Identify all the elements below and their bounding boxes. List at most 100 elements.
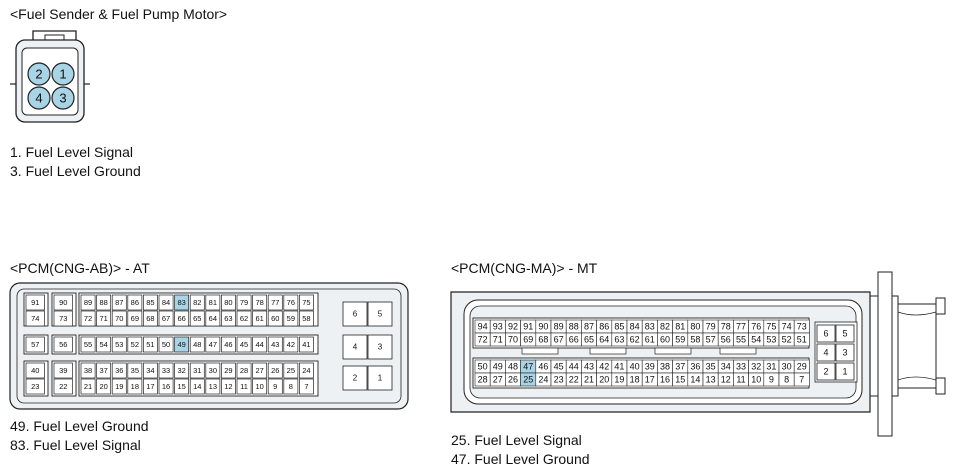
pcm-ab-pin-label: 71 [99, 314, 107, 323]
pcm-ab-pin [221, 378, 236, 395]
pcm-ma-pin-label: 26 [508, 375, 518, 385]
pcm-ab-aux-label: 1 [378, 374, 383, 383]
pcm-ab-title: <PCM(CNG-AB)> - AT [10, 260, 150, 276]
pcm-ma-aux-pin [835, 324, 855, 343]
pcm-ab-pin [96, 294, 112, 311]
pcm-ab-pin [127, 362, 143, 379]
pcm-ab-pin [96, 310, 112, 327]
pcm-ma-pin-label: 27 [493, 375, 503, 385]
sender-pin [27, 86, 51, 110]
pcm-ab-pin [96, 336, 112, 353]
pcm-ab-pin [283, 378, 299, 395]
pcm-ab-pin-label: 7 [304, 382, 308, 391]
pcm-ab-pin [158, 310, 174, 327]
pcm-ab-pin-label: 54 [99, 340, 107, 349]
pcm-ab-pin-label: 68 [146, 314, 154, 323]
pcm-ma-pin-label: 82 [660, 322, 670, 332]
pcm-ab-pin-label: 88 [99, 298, 107, 307]
pcm-ma-pin-label: 49 [493, 362, 503, 372]
pcm-ab-pin-label: 43 [271, 340, 279, 349]
pcm-ab-aux-label: 4 [353, 343, 358, 352]
sender-pin-label: 4 [35, 91, 42, 106]
connector-latch [32, 30, 77, 40]
pcm-ab-pin-label: 10 [255, 382, 263, 391]
pcm-ab-pin-label: 26 [271, 366, 279, 375]
pcm-ab-pin-label: 82 [193, 298, 201, 307]
pcm-ab-note-1: 49. Fuel Level Ground [10, 418, 149, 434]
pcm-ma-pin-label: 44 [569, 362, 579, 372]
pcm-ab-pin [143, 378, 158, 395]
pcm-ab-pin-label: 44 [255, 340, 263, 349]
pcm-ma-aux-label: 5 [842, 329, 847, 339]
pcm-ab-pin [53, 378, 73, 395]
pcm-ab-pin-label: 78 [255, 298, 263, 307]
pcm-ab-pin-label: 8 [289, 382, 293, 391]
pcm-ab-pin-label: 70 [115, 314, 123, 323]
pcm-ab-pin-label: 52 [131, 340, 139, 349]
pcm-ab-pin-label: 59 [287, 314, 295, 323]
pcm-ma-cable [869, 271, 946, 437]
pcm-ab-pin-label: 22 [59, 382, 67, 391]
pcm-ab-pin [283, 294, 299, 311]
sender-pin-label: 3 [59, 91, 66, 106]
pcm-ab-pin [221, 362, 236, 379]
pcm-ab-pin-label: 50 [162, 340, 170, 349]
pcm-ab-pin [221, 336, 236, 353]
pcm-ma-pin-label: 84 [630, 322, 640, 332]
pcm-ab-pin-label: 77 [271, 298, 279, 307]
pcm-ab-pin-label: 72 [84, 314, 92, 323]
pcm-ab-pin-label: 12 [224, 382, 232, 391]
pcm-ab-pin-label: 41 [302, 340, 310, 349]
pcm-ab-pin [252, 310, 268, 327]
sender-pin [27, 62, 51, 86]
pcm-ma-aux-label: 3 [842, 348, 847, 358]
pcm-ab-pin-label: 30 [209, 366, 217, 375]
pcm-ma-pin-label: 35 [706, 362, 716, 372]
pcm-ab-pin [283, 310, 299, 327]
pcm-ma-pin-label: 55 [736, 335, 746, 345]
pcm-ab-pin-label: 65 [193, 314, 201, 323]
pcm-ab-pin [143, 310, 158, 327]
pcm-ma-pin-label: 86 [599, 322, 609, 332]
pcm-ab-pin-label: 31 [193, 366, 201, 375]
pcm-ab-pin [205, 310, 221, 327]
pcm-ab-aux-pin [367, 365, 393, 391]
pcm-ab-pin [143, 294, 158, 311]
pcm-ma-pin-label: 67 [554, 335, 564, 345]
pcm-ma-pin-label: 7 [799, 375, 804, 385]
pcm-ab-pin-label: 24 [302, 366, 310, 375]
pcm-ma-note-1: 25. Fuel Level Signal [451, 432, 582, 448]
pcm-ma-pin-label: 65 [584, 335, 594, 345]
pcm-ma-pin-label: 87 [584, 322, 594, 332]
pcm-ma-pin [793, 332, 810, 347]
pcm-ab-pin [283, 362, 299, 379]
pcm-ab-pin-label: 61 [255, 314, 263, 323]
pcm-ma-pin-label: 71 [493, 335, 503, 345]
pcm-ab-aux-label: 2 [353, 374, 358, 383]
pcm-ma-pin-label: 50 [478, 362, 488, 372]
pcm-ma-aux-label: 1 [842, 367, 847, 377]
pcm-ab-pin [158, 362, 174, 379]
sender-pin [51, 62, 75, 86]
pcm-ab-pin-label: 74 [31, 314, 39, 323]
pcm-ma-pin-label: 41 [614, 362, 624, 372]
pcm-ab-pin-label: 49 [177, 340, 185, 349]
pcm-ma-pin-label: 91 [523, 322, 533, 332]
pcm-ab-pin-label: 86 [131, 298, 139, 307]
pcm-ma-pin-label: 43 [584, 362, 594, 372]
pcm-ab-pin-label: 51 [146, 340, 154, 349]
pcm-ab-pin-label: 28 [240, 366, 248, 375]
pcm-ma-pin-label: 15 [675, 375, 685, 385]
pcm-ab-pin [283, 336, 299, 353]
pcm-ab-pin-label: 42 [287, 340, 295, 349]
pcm-ma-aux-label: 4 [823, 348, 828, 358]
pcm-ab-pin [236, 378, 252, 395]
pcm-ma-pin-label: 37 [675, 362, 685, 372]
pcm-ab-pin-label: 64 [209, 314, 217, 323]
pcm-ab-pin-label: 75 [302, 298, 310, 307]
pcm-ma-pin-label: 46 [538, 362, 548, 372]
pcm-ab-pin [174, 310, 190, 327]
pcm-ab-pin [53, 336, 73, 353]
pcm-ma-pin-label: 18 [630, 375, 640, 385]
